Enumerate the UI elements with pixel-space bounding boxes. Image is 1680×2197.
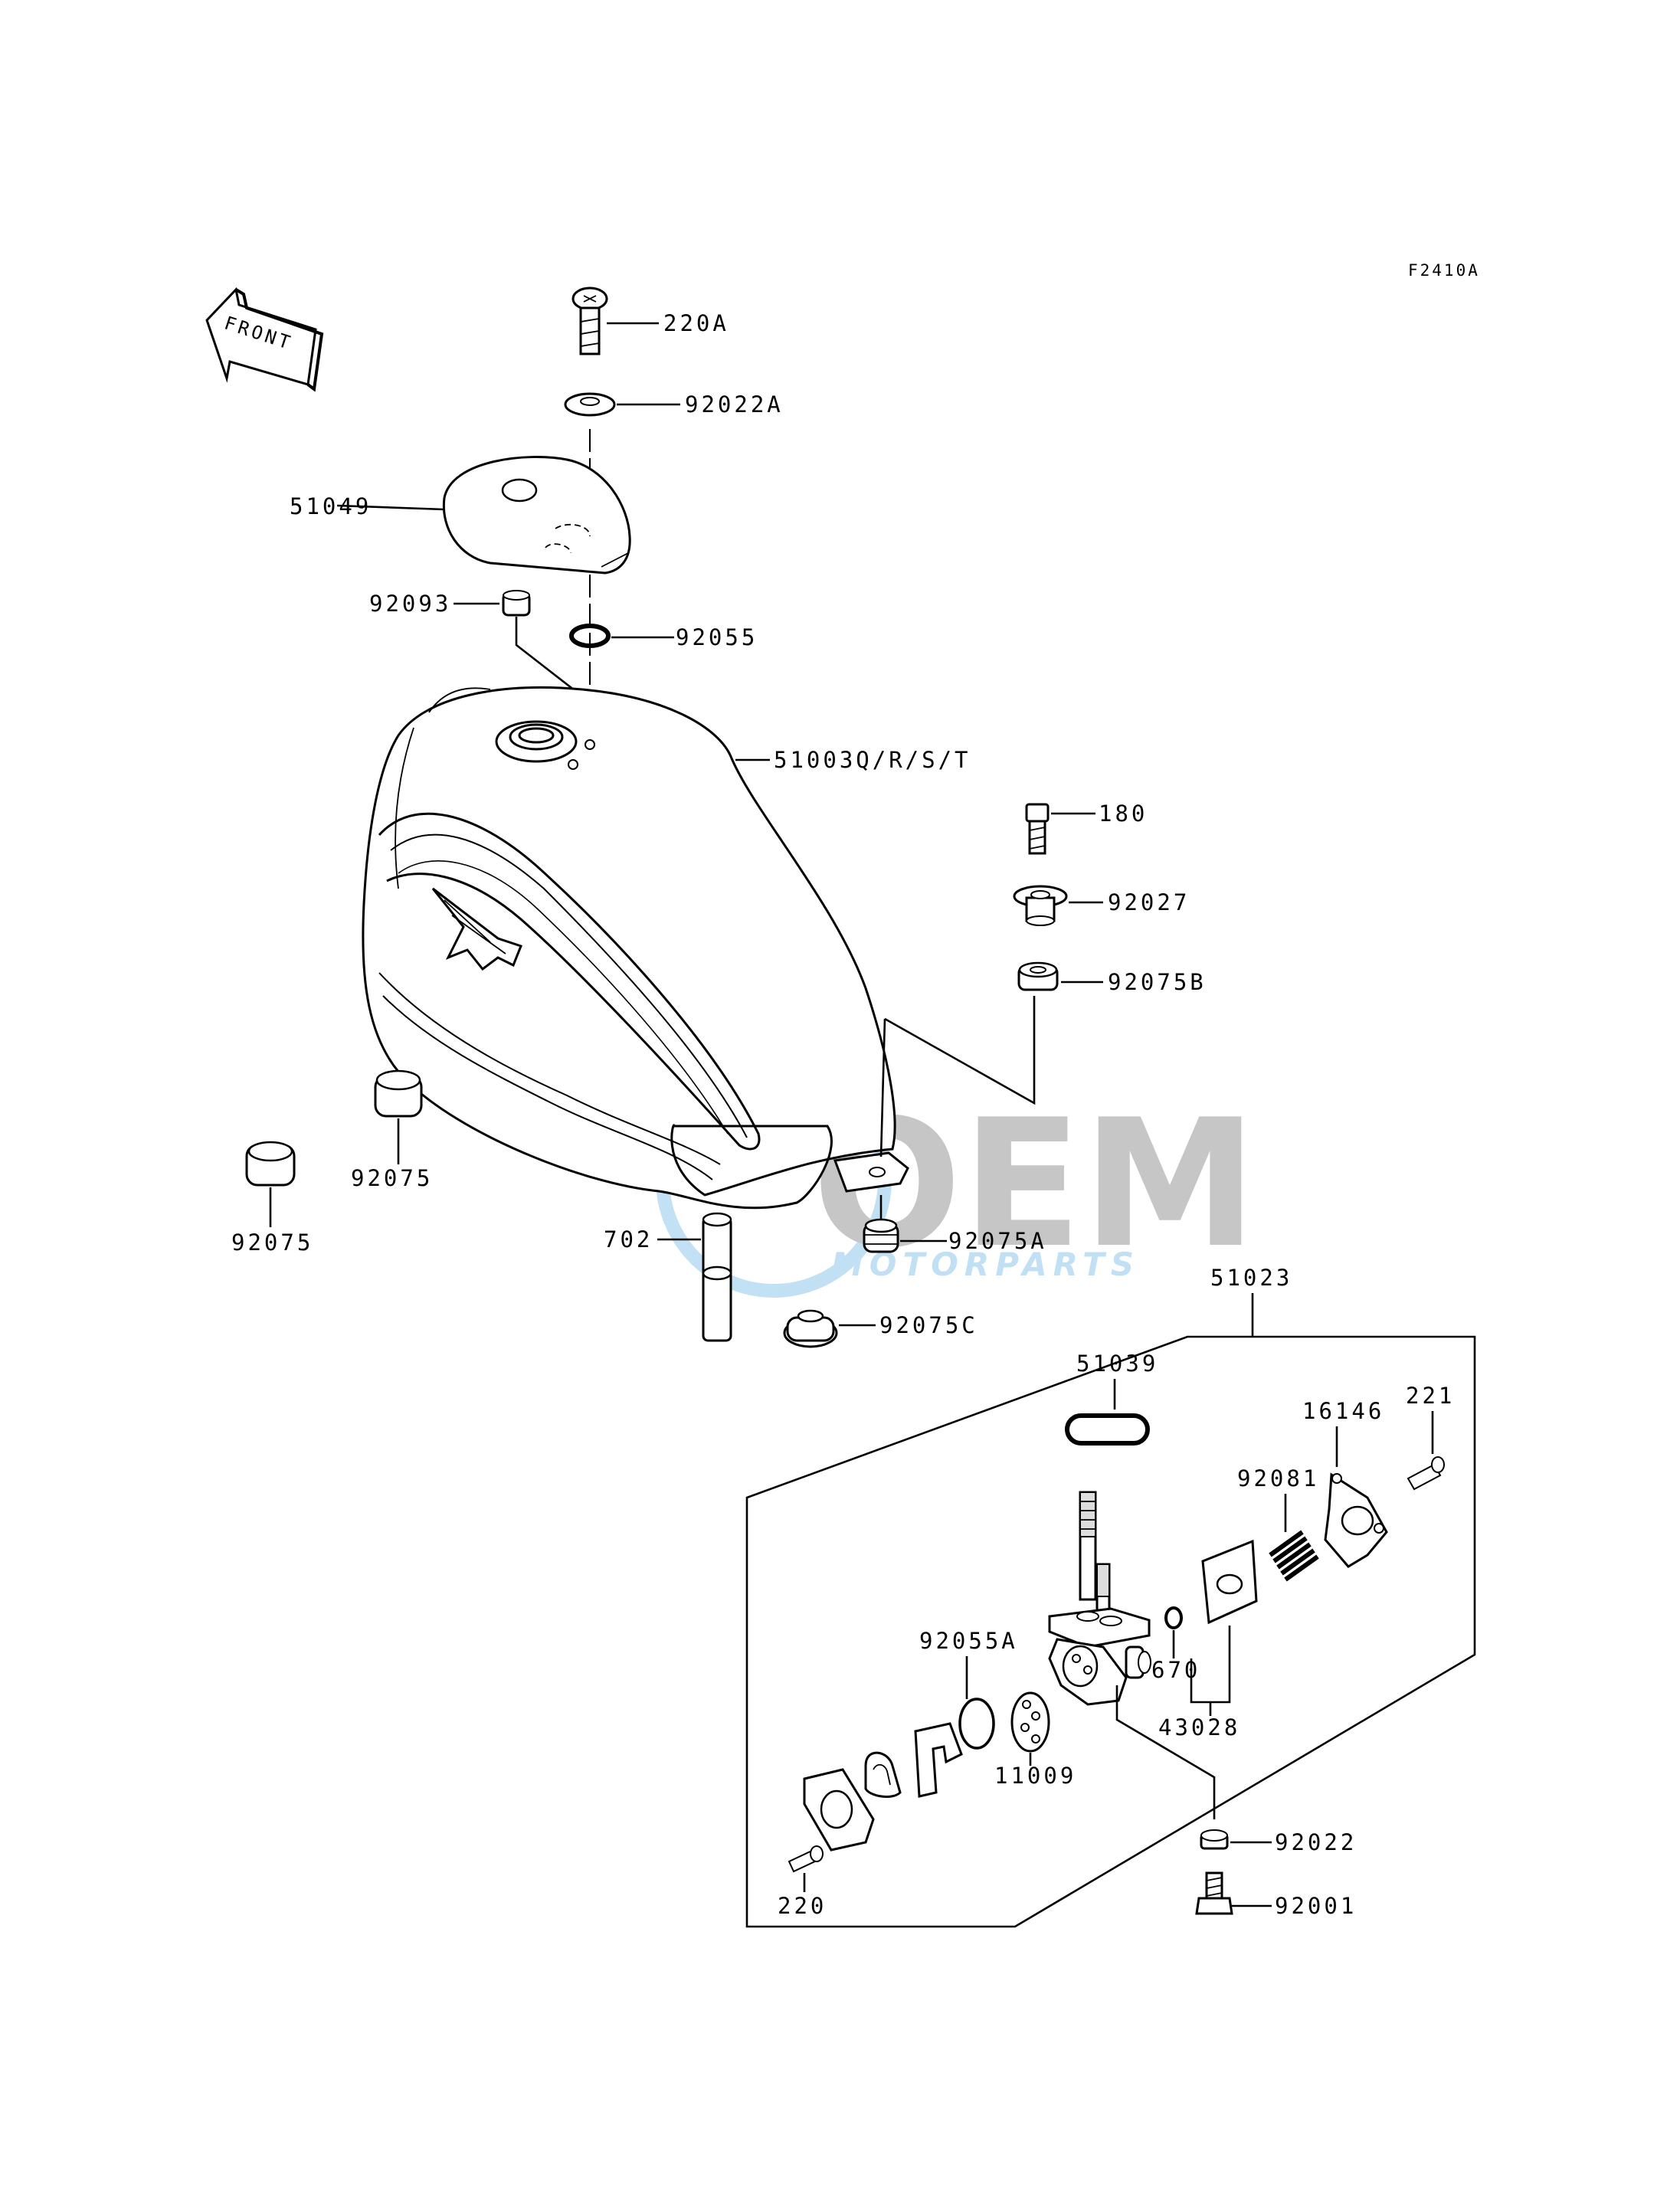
label-92022: 92022: [1275, 1829, 1357, 1855]
screw-220: [788, 1845, 824, 1873]
label-51039: 51039: [1076, 1351, 1158, 1377]
plate-part: [803, 1768, 875, 1852]
label-220a: 220A: [663, 310, 729, 336]
label-92081: 92081: [1237, 1465, 1319, 1491]
label-51023: 51023: [1210, 1265, 1292, 1291]
tank-emblem-icon: [431, 887, 522, 971]
gasket-51039: [1065, 1413, 1150, 1446]
oring-92055: [569, 624, 611, 648]
washer-92022a: [564, 392, 616, 417]
cover-16146: [1324, 1472, 1388, 1568]
label-221: 221: [1406, 1383, 1455, 1409]
oring-92055a: [958, 1698, 995, 1750]
label-92055a: 92055A: [919, 1628, 1018, 1654]
assembly-frame-51023: [745, 1335, 1476, 1928]
damper-92075a: [863, 1218, 899, 1253]
label-92027: 92027: [1108, 889, 1190, 915]
bolt-92001: [1195, 1871, 1233, 1915]
label-92093: 92093: [369, 591, 451, 617]
lever-part: [914, 1722, 963, 1798]
collar-92027: [1013, 885, 1068, 926]
front-arrow-icon: FRONT: [205, 286, 324, 392]
grommet-92093: [502, 590, 531, 617]
grommet-92075c: [783, 1309, 838, 1348]
label-92001: 92001: [1275, 1893, 1357, 1919]
fuel-tank-51003: [362, 686, 909, 1210]
label-670: 670: [1151, 1657, 1200, 1683]
diagram-code: F2410A: [1408, 261, 1480, 280]
screw-221: [1407, 1456, 1445, 1491]
fuel-cock-body: [1048, 1491, 1151, 1706]
bolt-180: [1025, 803, 1050, 855]
oring-670: [1164, 1606, 1183, 1629]
label-220: 220: [778, 1893, 827, 1919]
bolt-220a: [571, 286, 608, 355]
label-43028: 43028: [1158, 1714, 1240, 1740]
label-16146: 16146: [1302, 1398, 1384, 1424]
label-92075b: 92075B: [1108, 969, 1207, 995]
diaphragm-43028: [1201, 1539, 1258, 1625]
label-92075c: 92075C: [879, 1312, 978, 1338]
label-92075-left: 92075: [231, 1229, 313, 1256]
washer-92022: [1200, 1829, 1229, 1850]
label-51003: 51003Q/R/S/T: [774, 747, 971, 773]
label-51049: 51049: [290, 493, 372, 519]
label-92075-right: 92075: [351, 1165, 433, 1191]
seal-part: [864, 1751, 902, 1798]
damper-92075b: [1017, 961, 1059, 991]
damper-92075-right: [374, 1069, 423, 1118]
cover-51049: [442, 456, 631, 575]
tube-702: [702, 1212, 732, 1342]
damper-92075-left: [245, 1141, 296, 1187]
label-92022a: 92022A: [685, 391, 784, 417]
label-180: 180: [1099, 801, 1148, 827]
spring-92081: [1269, 1530, 1319, 1582]
label-92055: 92055: [676, 624, 758, 650]
label-11009: 11009: [994, 1763, 1076, 1789]
gasket-11009: [1010, 1691, 1050, 1753]
label-92075a: 92075A: [948, 1228, 1047, 1254]
label-702: 702: [604, 1226, 653, 1252]
